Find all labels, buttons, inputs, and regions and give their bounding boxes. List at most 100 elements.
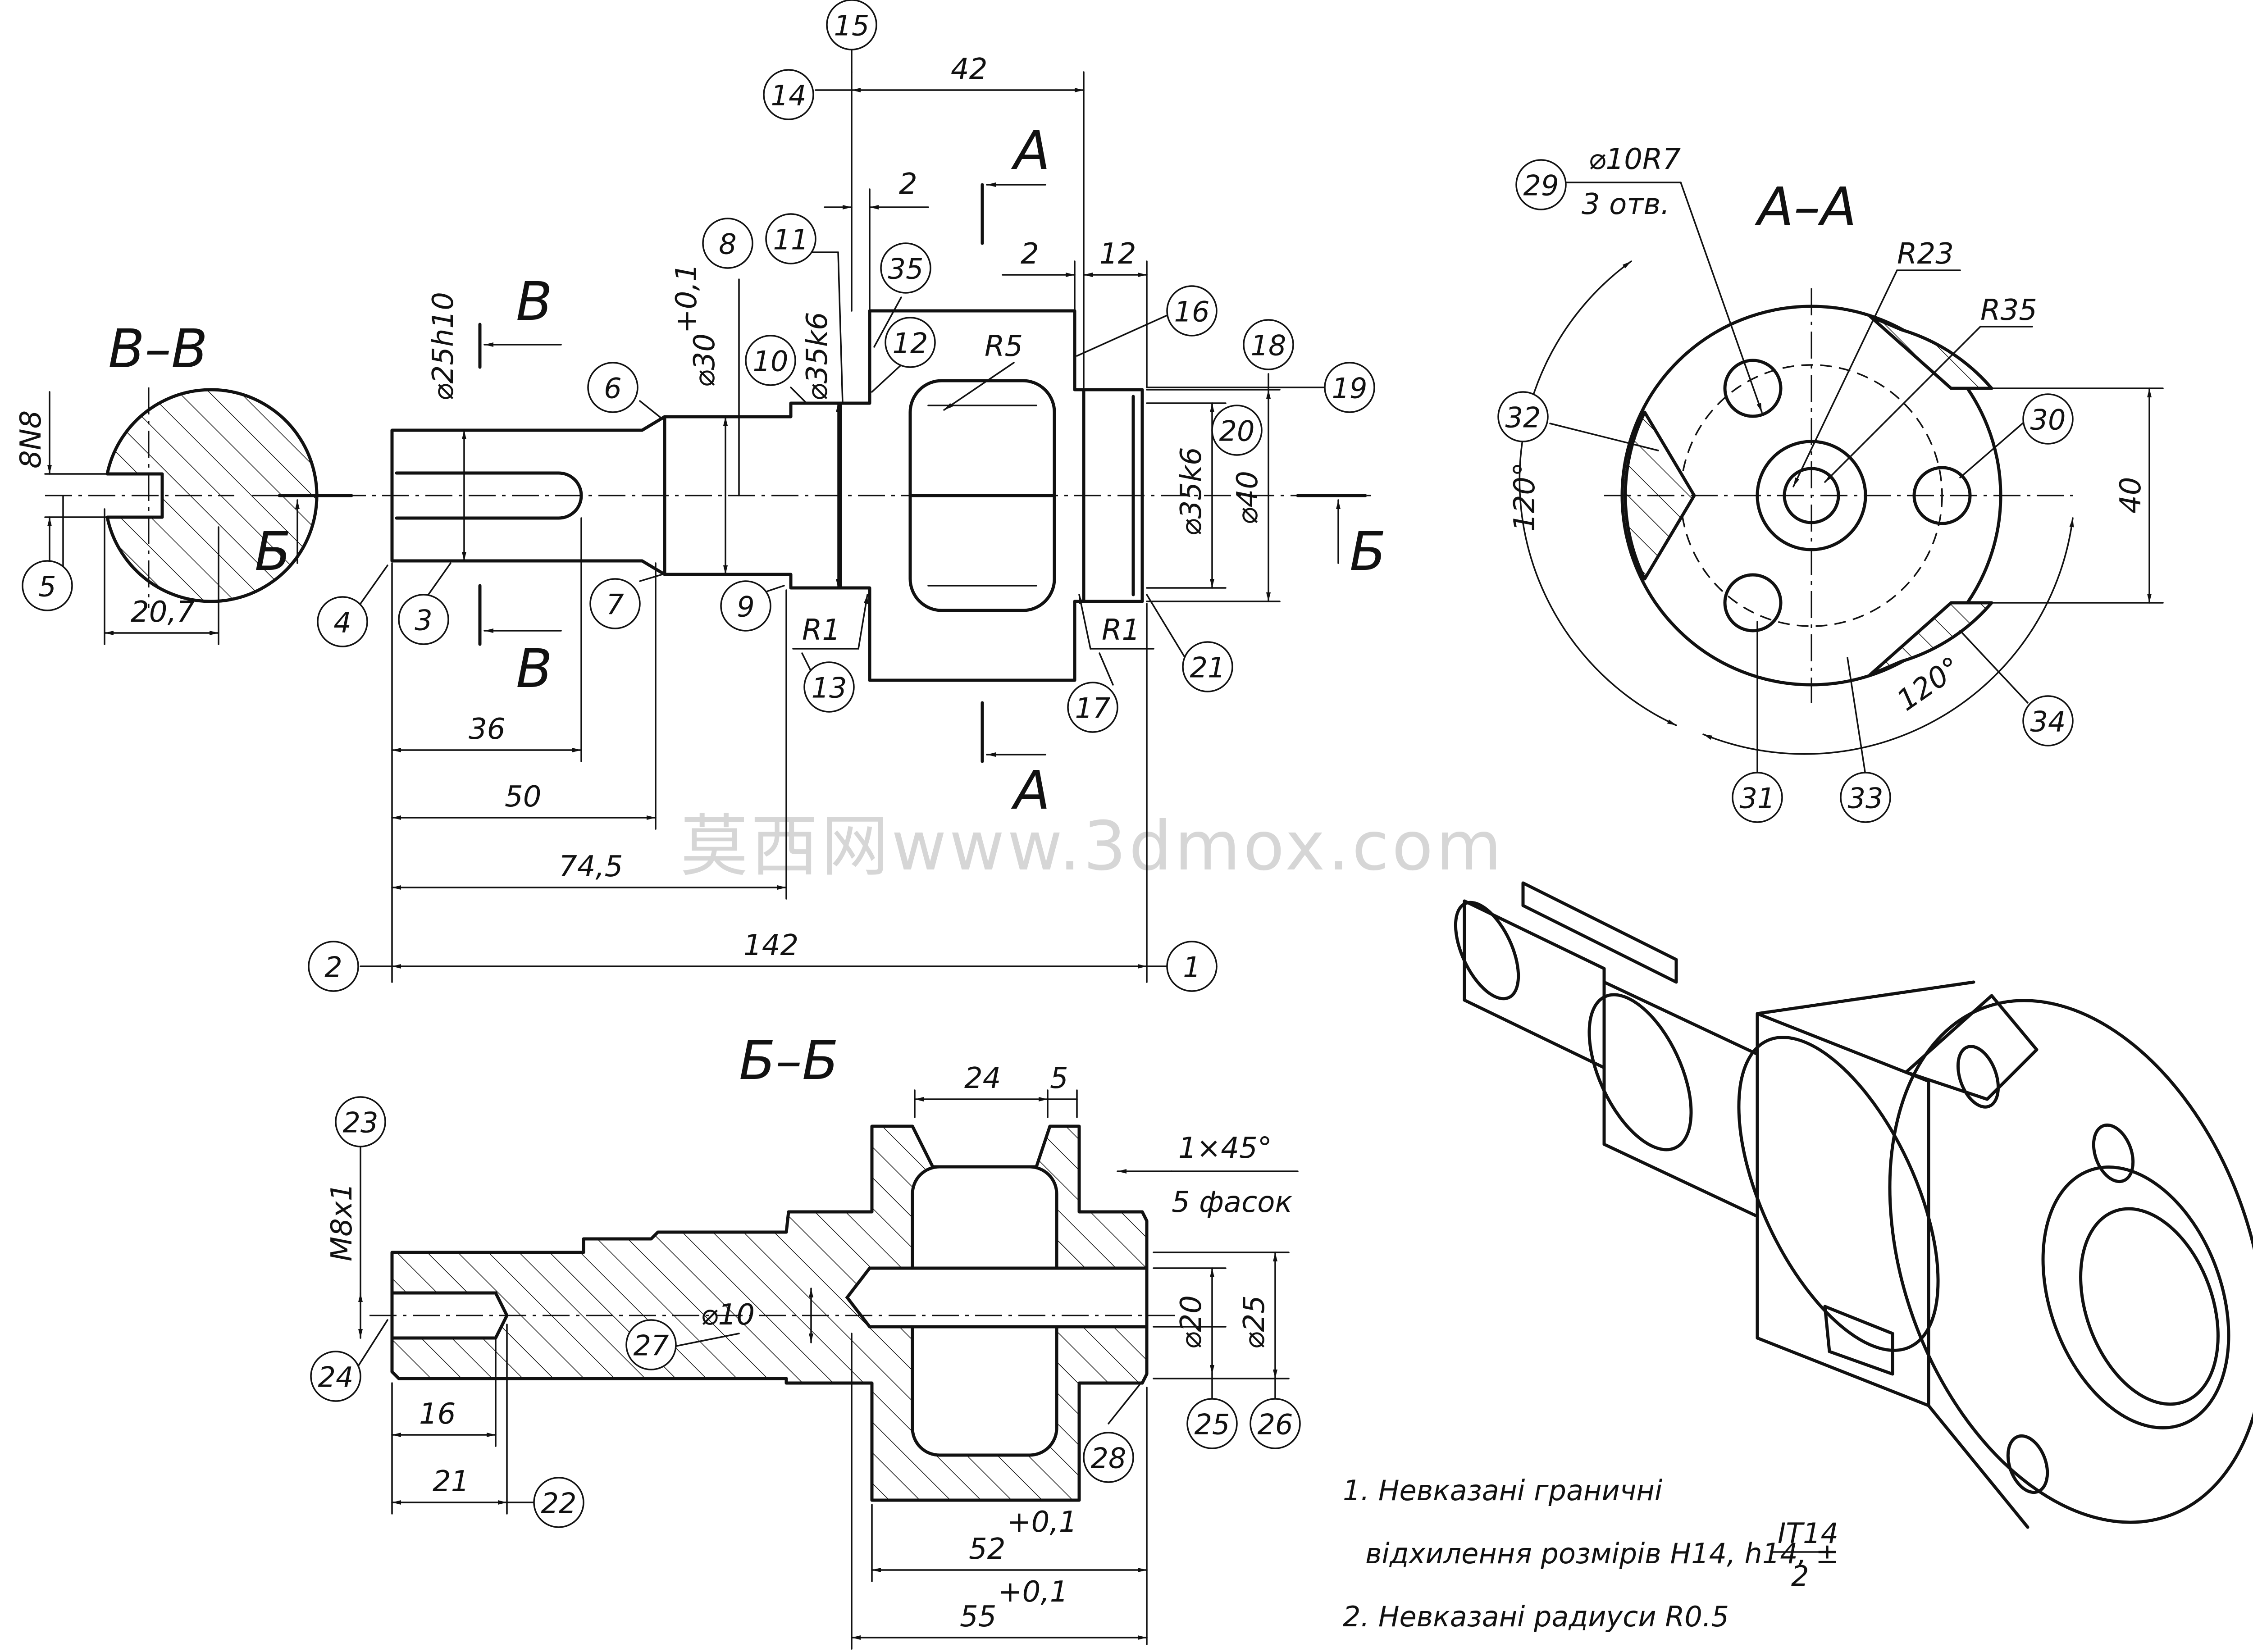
balloon-22: 22 — [533, 1477, 584, 1528]
balloon-27: 27 — [625, 1319, 677, 1370]
balloon-label: 15 — [834, 9, 870, 42]
balloon-label: 7 — [606, 588, 624, 621]
balloon-2: 2 — [308, 941, 359, 992]
balloon-10: 10 — [745, 335, 796, 386]
balloon-17: 17 — [1067, 682, 1118, 733]
dim-l24: 24 — [964, 1062, 1001, 1095]
section-vv-title: В–В — [108, 318, 208, 380]
balloon-16: 16 — [1166, 285, 1218, 337]
dim-r1-left: R1 — [802, 614, 840, 647]
balloon-4: 4 — [317, 596, 368, 647]
dim-d20: ⌀20 — [1175, 1295, 1208, 1349]
section-bb-title: Б–Б — [739, 1029, 839, 1092]
dim-d10: ⌀10 — [701, 1298, 755, 1332]
balloon-label: 9 — [737, 591, 754, 623]
balloon-label: 23 — [343, 1106, 379, 1139]
dim-l42: 42 — [951, 53, 987, 86]
notes: 1. Невказані граничні відхилення розмірі… — [1343, 1474, 1839, 1633]
balloon-label: 20 — [1219, 415, 1255, 448]
balloon-28: 28 — [1083, 1432, 1134, 1483]
section-aa: А–А 40 120° 120° ⌀10R7 3 отв. R23 R35 — [1508, 143, 2164, 755]
dim-thread: M8x1 — [325, 1183, 359, 1261]
dim-d40: ⌀40 — [1231, 471, 1264, 525]
dim-l12: 12 — [1099, 237, 1136, 271]
note-line-3: 2. Невказані радиуси R0.5 — [1343, 1600, 1729, 1633]
balloon-label: 3 — [415, 604, 432, 637]
balloon-label: 11 — [773, 223, 809, 256]
balloon-6: 6 — [587, 362, 639, 413]
balloon-23: 23 — [335, 1096, 386, 1147]
dim-ang-left: 120° — [1508, 462, 1542, 532]
balloon-1: 1 — [1166, 941, 1218, 992]
balloon-label: 2 — [324, 951, 342, 984]
balloon-label: 32 — [1505, 401, 1541, 434]
dim-r35: R35 — [1980, 294, 2037, 327]
balloon-13: 13 — [803, 661, 855, 713]
dim-l50: 50 — [505, 780, 541, 814]
dim-d25: ⌀25 — [1238, 1295, 1271, 1349]
balloon-label: 25 — [1195, 1408, 1230, 1441]
note-frac-num: IT14 — [1778, 1517, 1838, 1550]
balloon-24: 24 — [310, 1351, 361, 1402]
dim-l40: 40 — [2114, 477, 2148, 514]
balloon-31: 31 — [1732, 772, 1783, 823]
dim-l52: 52 — [969, 1533, 1005, 1566]
balloon-9: 9 — [720, 580, 771, 632]
dim-d35k6-left: ⌀35k6 — [801, 312, 834, 401]
balloon-label: 27 — [634, 1329, 669, 1362]
dim-d25h10: ⌀25h10 — [427, 292, 460, 401]
main-view: Б Б В В А А ⌀25h10 ⌀30 +0,1 ⌀35k6 ⌀35k6 … — [252, 53, 1386, 983]
section-bb: Б–Б 24 5 1×45° 5 фасок M8x1 ⌀10 ⌀20 ⌀25 … — [325, 1029, 1299, 1650]
dim-key-depth: 20,7 — [131, 596, 195, 629]
balloon-7: 7 — [589, 578, 641, 629]
cut-mark-b-left: Б — [255, 520, 291, 583]
balloon-label: 19 — [1332, 372, 1368, 405]
balloon-11: 11 — [765, 213, 816, 264]
balloon-label: 35 — [888, 253, 924, 286]
note-line-1: 1. Невказані граничні — [1343, 1474, 1662, 1507]
balloon-5: 5 — [22, 560, 73, 611]
balloon-32: 32 — [1497, 391, 1549, 442]
dim-chamfer-count: 5 фасок — [1172, 1186, 1292, 1219]
balloon-label: 21 — [1190, 651, 1226, 684]
balloon-label: 31 — [1740, 782, 1775, 815]
balloon-label: 17 — [1075, 692, 1111, 725]
dim-r23: R23 — [1897, 237, 1954, 271]
dim-l5: 5 — [1050, 1062, 1068, 1095]
cut-mark-a-bottom: А — [1011, 759, 1050, 821]
dim-l55-tol: +0,1 — [998, 1575, 1068, 1609]
balloon-30: 30 — [2022, 393, 2074, 445]
balloon-26: 26 — [1250, 1398, 1301, 1449]
balloon-layer: 1234567891011121314151617181920212223242… — [22, 0, 2074, 1528]
note-frac-den: 2 — [1791, 1560, 1809, 1593]
balloon-14: 14 — [763, 69, 814, 120]
dim-l36: 36 — [469, 713, 505, 746]
balloon-29: 29 — [1515, 159, 1567, 210]
balloon-label: 28 — [1091, 1442, 1126, 1475]
balloon-label: 16 — [1174, 296, 1210, 328]
balloon-label: 4 — [333, 606, 351, 639]
dim-l142: 142 — [743, 929, 798, 962]
dim-l21: 21 — [433, 1465, 469, 1498]
balloon-label: 1 — [1183, 951, 1200, 984]
dim-hole-d10r7: ⌀10R7 — [1588, 143, 1681, 176]
dim-hole-count: 3 отв. — [1582, 188, 1670, 221]
balloon-label: 30 — [2030, 404, 2066, 437]
section-vv: В–В 8N8 20,7 — [14, 318, 319, 645]
balloon-18: 18 — [1243, 319, 1294, 370]
balloon-20: 20 — [1211, 405, 1263, 456]
watermark: 莫西网www.3dmox.com — [680, 807, 1505, 886]
balloon-8: 8 — [702, 218, 753, 269]
dim-l74-5: 74,5 — [559, 850, 623, 883]
balloon-21: 21 — [1182, 641, 1233, 692]
dim-l16: 16 — [419, 1397, 456, 1431]
balloon-25: 25 — [1186, 1398, 1238, 1449]
balloon-label: 12 — [893, 327, 928, 360]
balloon-label: 24 — [318, 1361, 354, 1394]
balloon-label: 5 — [38, 570, 56, 603]
dim-d30-tol: +0,1 — [670, 264, 703, 333]
balloon-label: 10 — [753, 345, 789, 378]
balloon-label: 22 — [541, 1487, 577, 1520]
isometric-view — [1454, 881, 2253, 1529]
